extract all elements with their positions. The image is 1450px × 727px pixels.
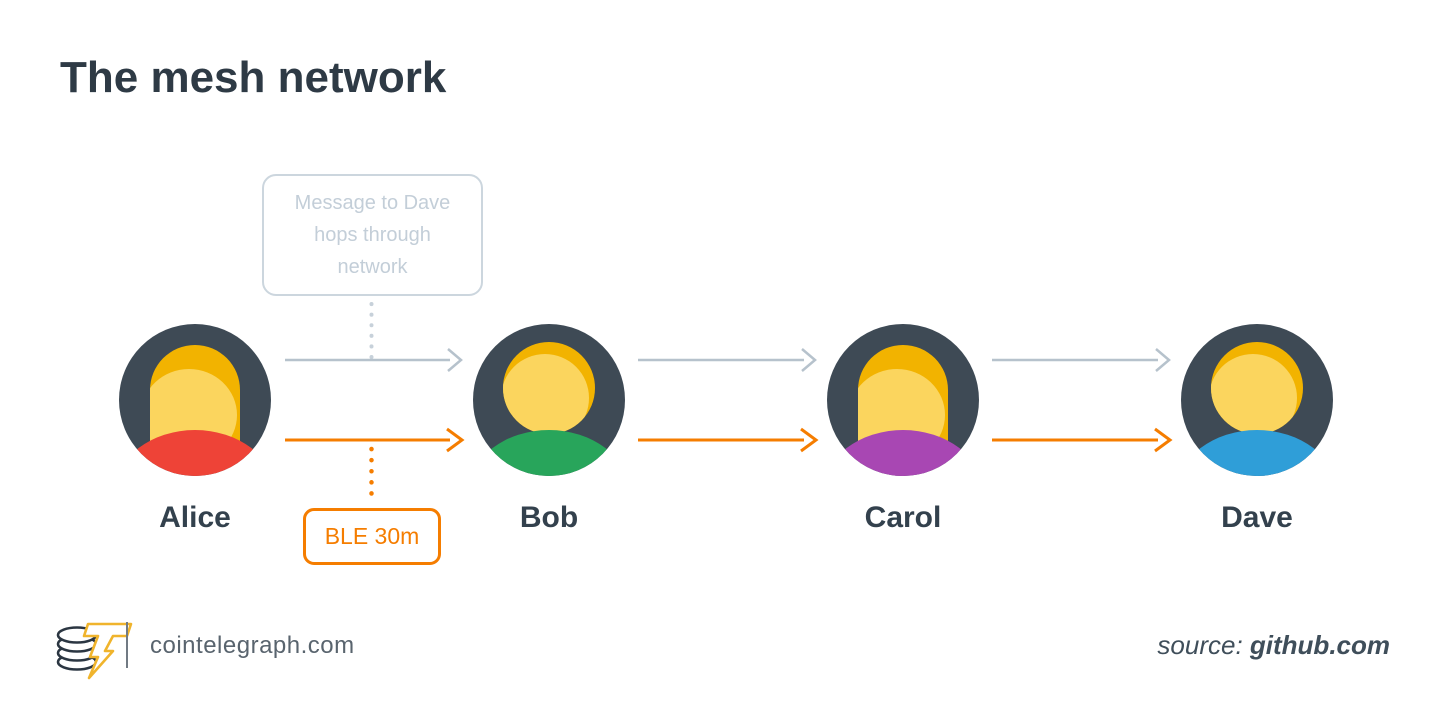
avatar-face <box>503 354 589 434</box>
arrow-orange-bob-carol <box>638 427 819 453</box>
arrow-orange-carol-dave <box>992 427 1173 453</box>
ble-range-label: BLE 30m <box>303 508 441 565</box>
message-callout: Message to Dave hops through network <box>262 174 483 296</box>
person-name-carol: Carol <box>864 501 942 534</box>
avatar-shirt <box>1181 430 1333 476</box>
arrow-gray-alice-bob <box>285 348 463 372</box>
source-link[interactable]: github.com <box>1249 630 1390 660</box>
coin-stack-lightning-icon <box>56 622 133 680</box>
person-name-bob: Bob <box>519 501 579 534</box>
page-title: The mesh network <box>60 53 447 102</box>
person-name-alice: Alice <box>159 501 231 534</box>
avatar-shirt <box>473 430 625 476</box>
source-label: source: <box>1157 630 1243 660</box>
avatar-shirt <box>827 430 979 476</box>
footer: cointelegraph.com source: github.com <box>0 610 1450 690</box>
arrow-gray-bob-carol <box>638 348 817 372</box>
arrow-orange-alice-bob <box>285 427 465 453</box>
brand-link[interactable]: cointelegraph.com <box>150 632 355 659</box>
arrow-gray-carol-dave <box>992 348 1171 372</box>
lightning-bolt <box>82 622 133 680</box>
avatar-dave-icon <box>1181 324 1333 476</box>
avatar-carol-icon <box>827 324 979 476</box>
avatar-alice-icon <box>119 324 271 476</box>
avatar-shirt <box>119 430 271 476</box>
coin-stack <box>56 626 98 671</box>
avatar-face <box>1211 354 1297 434</box>
person-name-dave: Dave <box>1221 501 1293 534</box>
footer-divider <box>126 622 128 668</box>
source-attribution: source: github.com <box>1157 630 1390 661</box>
avatar-bob-icon <box>473 324 625 476</box>
